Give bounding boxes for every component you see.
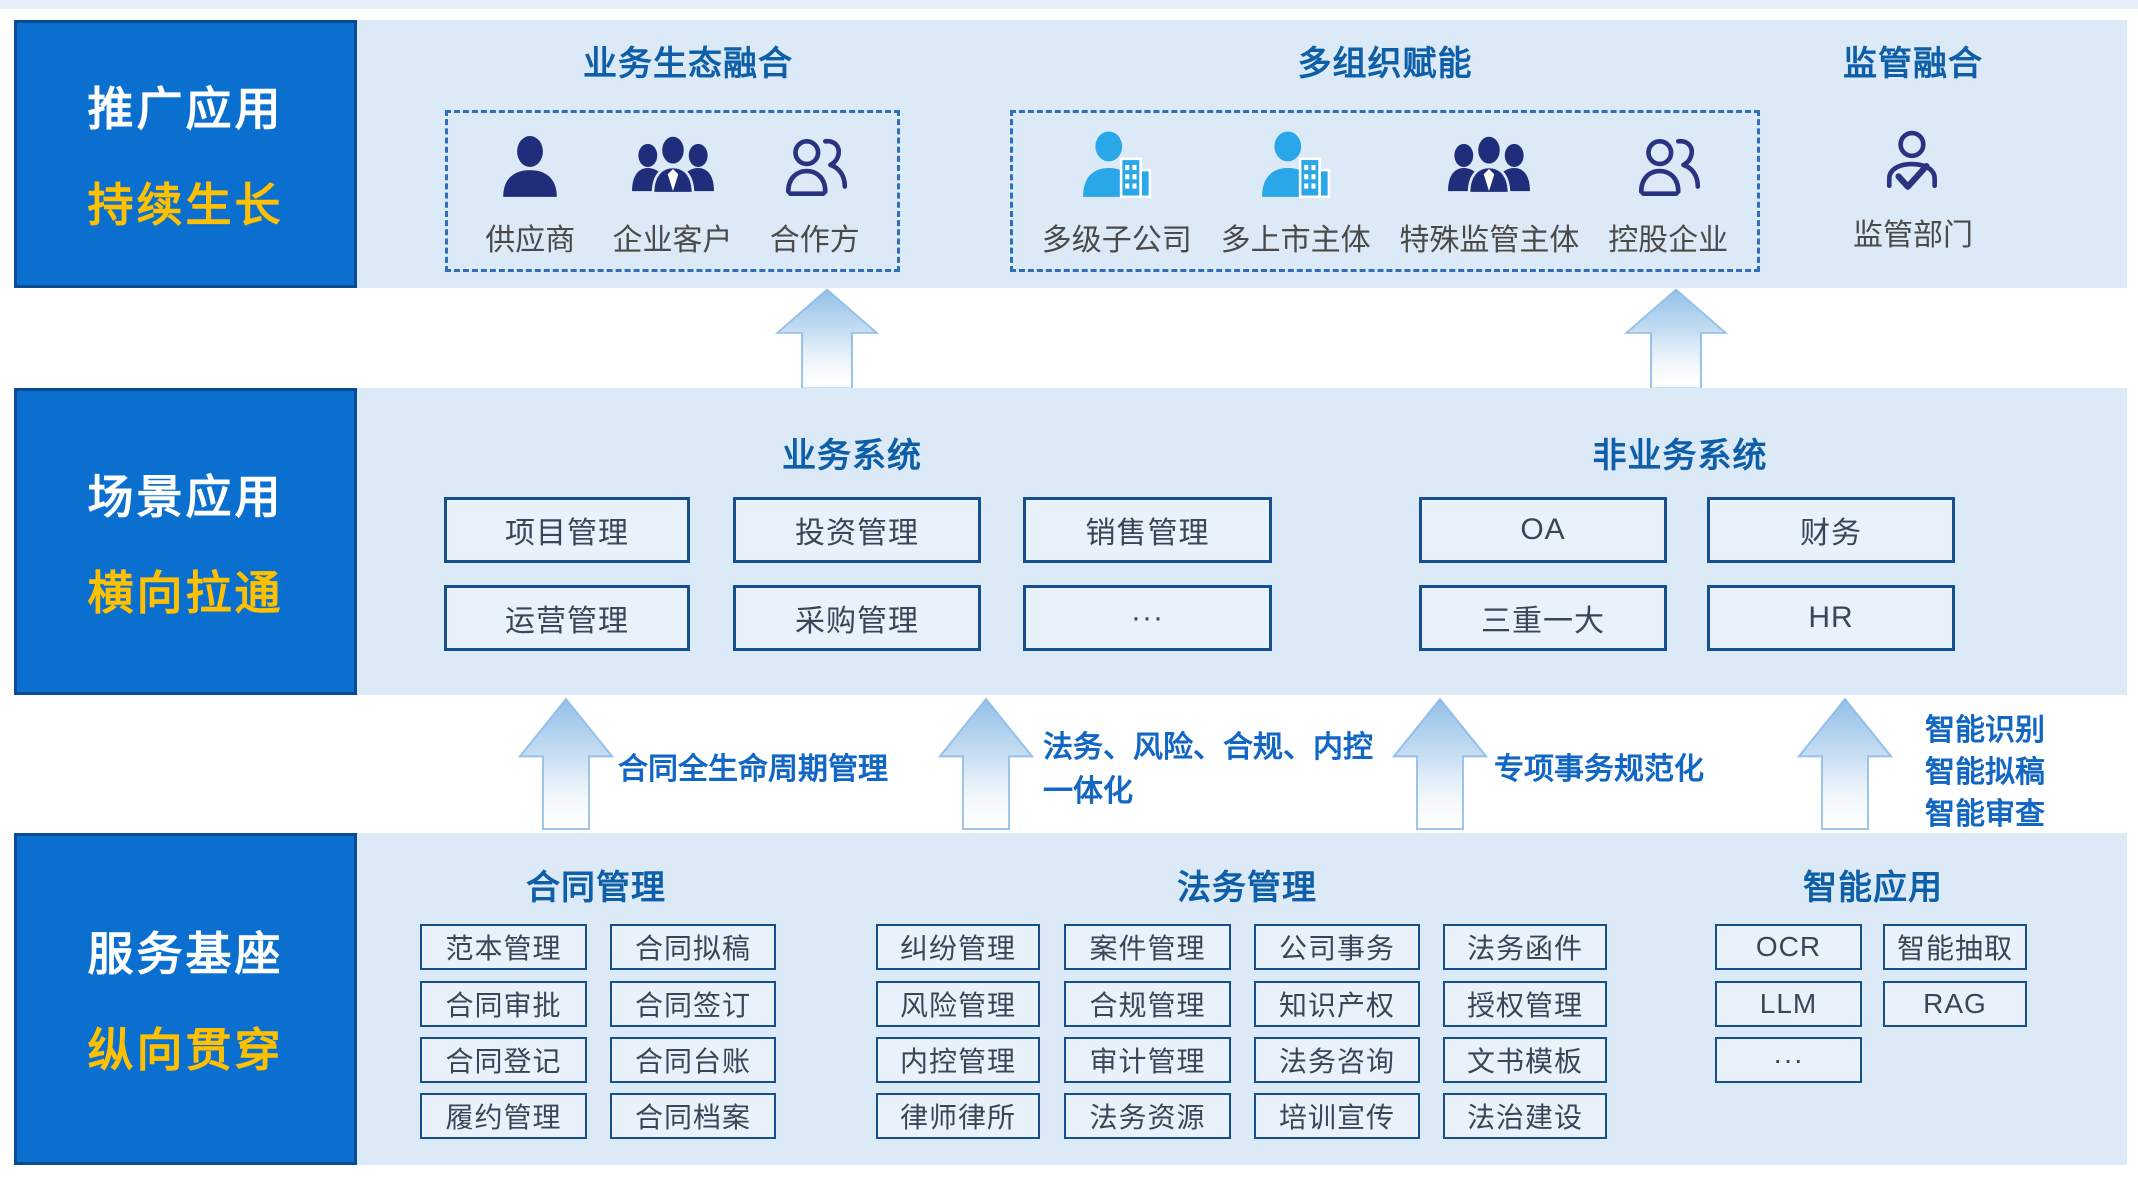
business-systems-title: 业务系统 [782,437,922,475]
sidebar-promotion-line1: 推广应用 [87,83,284,135]
legal-mgmt-title: 法务管理 [1177,869,1317,907]
legal-box: 法务函件 [1443,924,1607,970]
eco-item-label: 合作方 [769,224,860,257]
contract-box: 合同登记 [420,1037,587,1083]
arrow-label-ai-line2: 智能拟稿 [1925,756,2045,789]
arrow-label-ai: 智能识别 智能拟稿 智能审查 [1925,710,2045,836]
org-item-listed-entity: 多上市主体 [1221,123,1371,259]
non-business-systems-title: 非业务系统 [1592,437,1768,475]
partners-outline-icon [1631,123,1705,203]
contract-box: 合同档案 [610,1093,776,1139]
up-arrow [518,697,614,830]
top-strip [0,0,2138,9]
org-title: 多组织赋能 [1297,45,1473,83]
system-box-more: ··· [1023,585,1272,651]
ai-box: OCR [1715,924,1862,970]
ai-box: RAG [1883,981,2027,1027]
eco-group: 供应商 企业客户 [445,110,900,272]
org-item-label: 多级子公司 [1041,224,1192,257]
system-box-procurement: 采购管理 [733,585,981,651]
eco-item-label: 企业客户 [612,224,733,257]
sidebar-promotion-line2: 持续生长 [87,179,284,231]
legal-box: 案件管理 [1064,924,1231,970]
sidebar-scenario-line1: 场景应用 [87,470,284,523]
contract-box: 范本管理 [420,924,587,970]
eco-item-partner: 合作方 [770,123,860,259]
legal-box: 律师律所 [876,1093,1040,1139]
legal-box: 纠纷管理 [876,924,1040,970]
up-arrow [938,697,1034,830]
reg-item-department: 监管部门 [1833,118,1993,254]
system-box-three-major: 三重一大 [1419,585,1667,651]
system-box-oa: OA [1419,497,1667,563]
arrow-label-special-affairs: 专项事务规范化 [1494,753,1704,786]
person-check-icon [1880,118,1946,198]
ai-apps-title: 智能应用 [1803,869,1943,907]
people-group-icon [1447,123,1531,203]
legal-box: 风险管理 [876,981,1040,1027]
system-box-finance: 财务 [1707,497,1955,563]
up-arrow [775,288,879,389]
system-box-project: 项目管理 [444,497,690,563]
arrow-label-integration-line1: 法务、风险、合规、内控 [1043,731,1373,764]
sidebar-foundation-line1: 服务基座 [87,928,284,980]
person-building-icon [1258,123,1334,203]
contract-box: 履约管理 [420,1093,587,1139]
partners-outline-icon [778,123,852,203]
contract-box: 合同台账 [610,1037,776,1083]
ai-box: 智能抽取 [1883,924,2027,970]
person-building-icon [1079,123,1155,203]
arrow-label-ai-line1: 智能识别 [1925,714,2045,747]
contract-mgmt-title: 合同管理 [526,869,666,907]
legal-box: 合规管理 [1064,981,1231,1027]
org-item-label: 多上市主体 [1220,224,1371,257]
legal-box: 审计管理 [1064,1037,1231,1083]
legal-box: 法务咨询 [1254,1037,1420,1083]
arrow-label-contract-lifecycle: 合同全生命周期管理 [618,753,888,786]
org-item-label: 特殊监管主体 [1399,224,1580,257]
sidebar-scenario: 场景应用 横向拉通 [14,388,357,695]
legal-box: 法治建设 [1443,1093,1607,1139]
org-item-holding-company: 控股企业 [1608,123,1728,259]
legal-box: 知识产权 [1254,981,1420,1027]
sidebar-scenario-line2: 横向拉通 [87,566,284,619]
contract-box: 合同拟稿 [610,924,776,970]
eco-title: 业务生态融合 [583,45,793,83]
org-item-special-regulated: 特殊监管主体 [1399,123,1579,259]
org-item-subsidiary: 多级子公司 [1042,123,1192,259]
system-box-investment: 投资管理 [733,497,981,563]
reg-item-label: 监管部门 [1853,219,1973,252]
people-group-icon [631,123,715,203]
up-arrow [1797,697,1893,830]
legal-box: 内控管理 [876,1037,1040,1083]
system-box-operations: 运营管理 [444,585,690,651]
person-icon [497,123,563,203]
contract-box: 合同审批 [420,981,587,1027]
legal-box: 文书模板 [1443,1037,1607,1083]
legal-box: 培训宣传 [1254,1093,1420,1139]
legal-box: 法务资源 [1064,1093,1231,1139]
sidebar-foundation: 服务基座 纵向贯穿 [14,833,357,1165]
legal-box: 公司事务 [1254,924,1420,970]
sidebar-foundation-line2: 纵向贯穿 [87,1024,284,1076]
eco-item-supplier: 供应商 [485,123,575,259]
reg-title: 监管融合 [1843,45,1983,83]
arrow-label-ai-line3: 智能审查 [1925,798,2045,831]
org-group: 多级子公司 多上市主体 [1010,110,1760,272]
eco-item-corporate-client: 企业客户 [613,123,733,259]
system-box-sales: 销售管理 [1023,497,1272,563]
sidebar-promotion: 推广应用 持续生长 [14,20,357,288]
org-item-label: 控股企业 [1608,224,1729,257]
up-arrow [1392,697,1488,830]
ai-box: LLM [1715,981,1862,1027]
up-arrow [1624,288,1728,389]
eco-item-label: 供应商 [485,224,576,257]
arrow-label-integration: 法务、风险、合规、内控 一体化 [1043,726,1373,814]
ai-box: ··· [1715,1037,1862,1083]
contract-box: 合同签订 [610,981,776,1027]
system-box-hr: HR [1707,585,1955,651]
legal-box: 授权管理 [1443,981,1607,1027]
arrow-label-integration-line2: 一体化 [1043,775,1133,808]
